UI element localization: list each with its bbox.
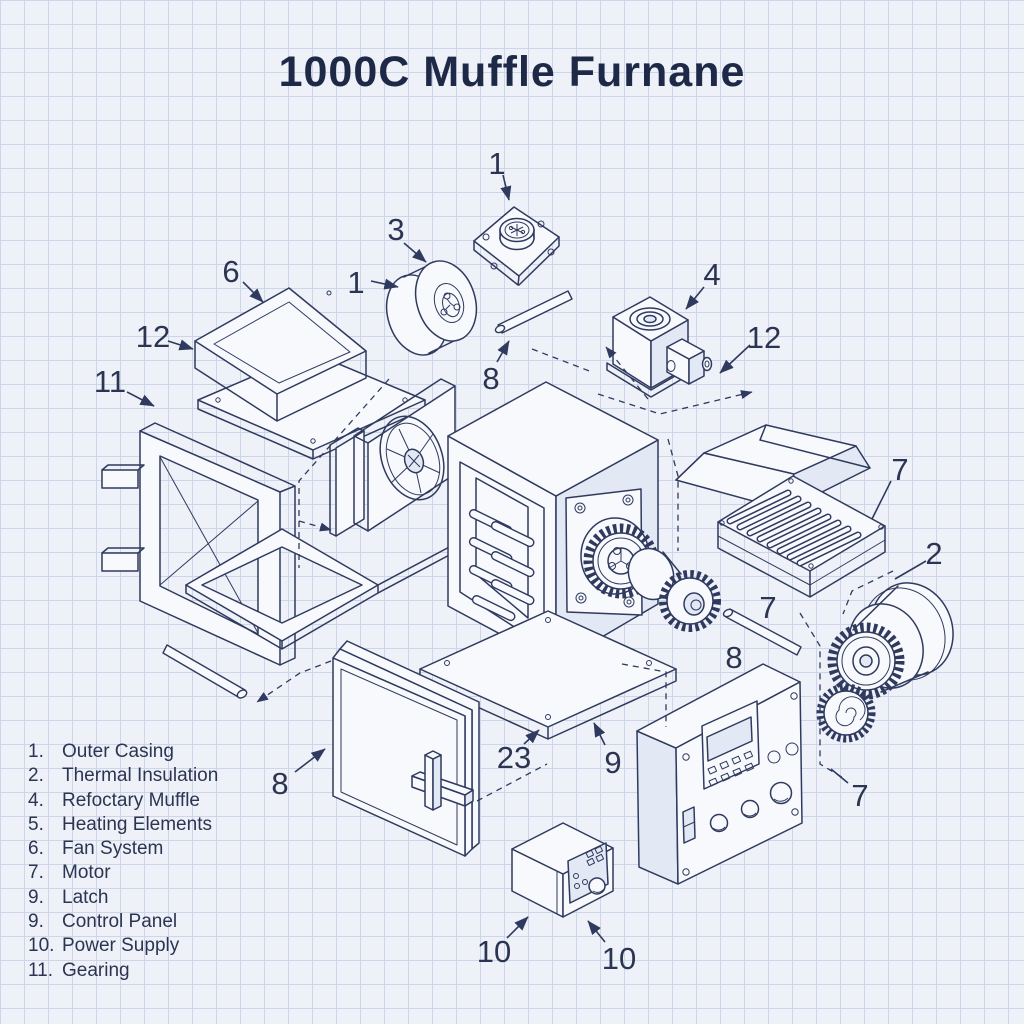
legend-item: 11.Gearing [28,959,130,981]
callout-leaders [126,174,927,943]
legend-item: 10.Power Supply [28,935,180,957]
small-gear [816,683,876,743]
power-supply-box [511,822,614,918]
page-title: 1000C Muffle Furnane [278,48,746,96]
insulation-slab [329,427,365,537]
vent-grille-plate [717,475,886,598]
grille-slots [726,489,862,567]
legend-item: 6.Fan System [28,838,164,860]
top-rod [494,290,573,334]
callout-motor-drum: 2 [925,536,942,571]
blower-box [606,296,713,398]
legend-item: 1.Outer Casing [28,741,174,762]
display-screen [706,716,753,762]
legend-item: 9.Control Panel [28,911,178,933]
door-latch [411,750,474,811]
callout-right-rod-7: 7 [759,590,776,625]
callout-power-supply-left: 10 [477,934,511,969]
heating-elements [468,509,535,622]
indicator-light [767,750,781,764]
control-panel [636,663,803,885]
callout-numbers: 1 3 1 6 12 11 4 12 8 7 2 7 8 8 23 9 7 10… [94,146,943,976]
keypad-buttons [707,750,755,787]
callout-rotor-drum-2: 1 [347,265,364,300]
indicator-light [785,742,799,756]
callout-grille: 7 [891,452,908,487]
fan-rotor-drum [385,260,478,356]
callout-right-rod-8: 8 [725,640,742,675]
callout-lid: 6 [222,254,239,289]
callout-rotor-drum: 3 [387,212,404,247]
legend-item: 2.Thermal Insulation [28,765,219,787]
callout-gearing: 7 [851,778,868,813]
left-rod [162,644,248,699]
callout-outer-frame: 11 [94,364,126,399]
callout-control-area: 9 [604,745,621,780]
legend-item: 5.Heating Elements [28,813,212,835]
panel-knobs [709,781,793,833]
outer-casing-frame [101,422,503,666]
legend-item: 9.Latch [28,886,109,908]
furnace-chamber [447,381,721,665]
callout-flange-unit: 1 [488,146,505,181]
callout-blower-12: 12 [747,320,781,355]
right-rod [722,608,802,656]
top-lid [194,287,367,422]
motor-gear-drum [827,582,954,700]
legend-item: 7.Motor [28,862,111,884]
flange-bolts [574,494,635,608]
furnace-door [332,640,480,857]
base-plate [419,610,677,740]
callout-lid-12: 12 [136,319,170,354]
parts-legend: 1.Outer Casing 2.Thermal Insulation 4.Re… [28,740,218,983]
assembly-dashed-lines [256,346,894,802]
callout-power-supply-right: 10 [602,941,636,976]
power-knob [588,877,606,895]
callout-door: 8 [271,766,288,801]
callout-blower: 4 [703,257,720,292]
chamber-gear-cluster [580,517,721,632]
flange-mount-unit [473,206,560,286]
legend-item: 4.Refoctary Muffle [28,789,200,811]
callout-base-plate: 23 [497,740,531,775]
callout-top-rod: 8 [482,361,499,396]
